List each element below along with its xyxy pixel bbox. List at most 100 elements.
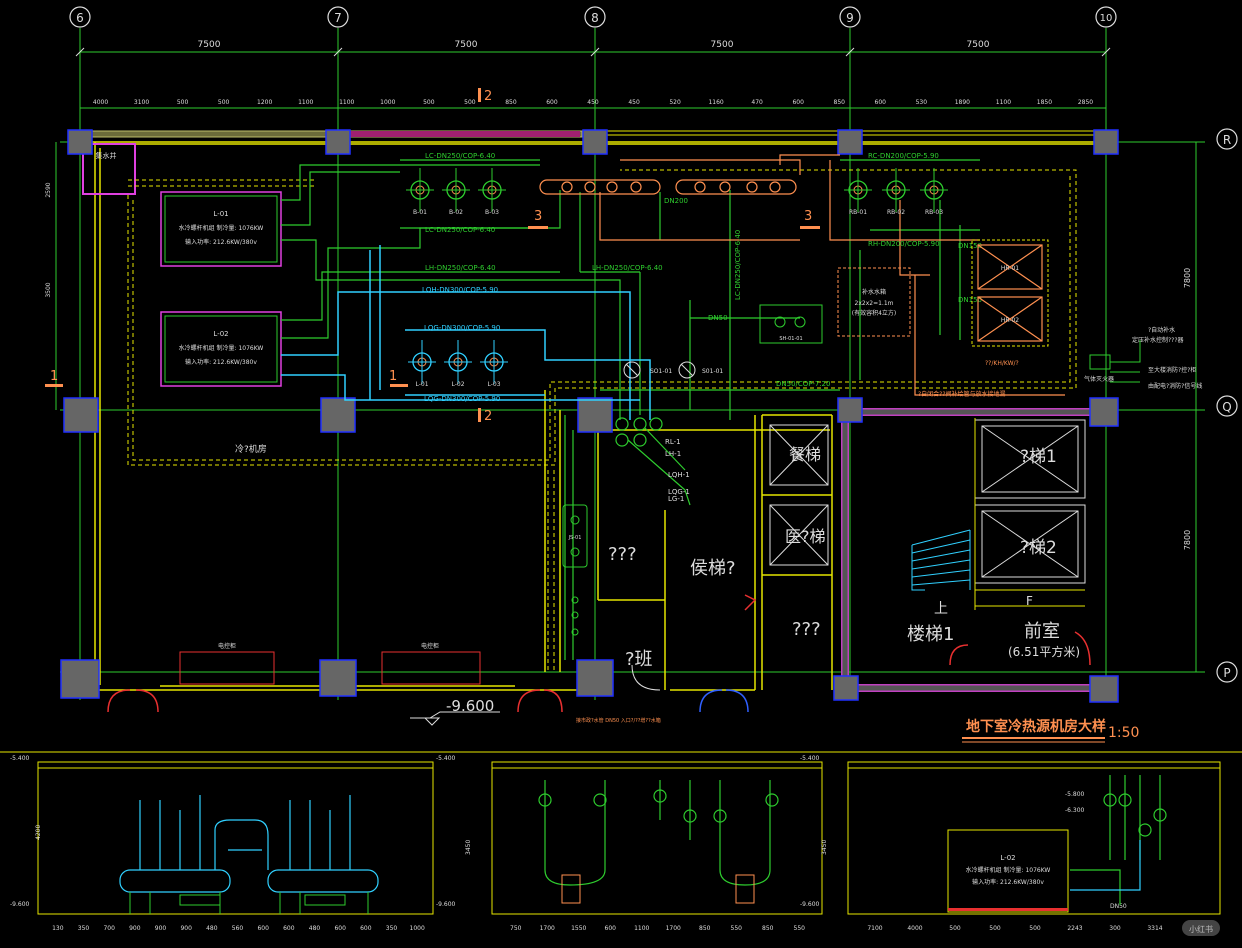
room-chiller: 冷?机房	[235, 443, 267, 455]
section-dim-label: 900	[180, 925, 192, 932]
heat-exchangers	[977, 244, 1043, 342]
sub-dim-label: 450	[587, 99, 599, 106]
level-mark	[410, 711, 500, 719]
sub-dim-label: 1200	[257, 99, 272, 106]
section-dim-label: 850	[699, 925, 711, 932]
section-mark-1a: 1	[50, 369, 58, 384]
vestibule-mark: F	[1026, 594, 1033, 608]
sec2-height: 3450	[465, 840, 472, 855]
sump-label: 集水井	[96, 151, 117, 160]
label-rh: RH-DN200/COP-5.90	[868, 240, 940, 248]
tank-line1: 补水水箱	[862, 288, 886, 296]
elevators	[769, 419, 1086, 584]
sec3-top-level: -5.400	[800, 755, 820, 762]
dim-right-1: 7800	[1183, 268, 1192, 288]
axis-label-10: 10	[1100, 13, 1113, 24]
sub-dim-label: 530	[916, 99, 928, 106]
riser-lh1: LH-1	[665, 450, 681, 458]
so1-label: SO1-01	[650, 368, 672, 375]
sub-dim-label: 4000	[93, 99, 108, 106]
sec3-height: 3450	[821, 840, 828, 855]
sec3-level-mid-1: -5.800	[1065, 791, 1085, 798]
stair-up: 上	[934, 601, 948, 617]
pump: B-01	[406, 168, 434, 216]
vestibule-area: (6.51平方米)	[1008, 644, 1080, 659]
sec3-chiller-line1: 水冷螺杆机组 制冷量: 1076KW	[966, 866, 1051, 874]
note-right-2: 定压补水控制???器	[1132, 336, 1184, 344]
section-dim-label: 750	[510, 925, 522, 932]
label-lqg-2: LQG-DN300/COP-5.90	[424, 395, 500, 403]
vestibule: 前室	[1024, 621, 1060, 642]
pump: RB-03	[920, 168, 948, 216]
section-dim-label: 7100	[867, 925, 882, 932]
supply-train	[562, 504, 588, 636]
pump-label: B-02	[449, 209, 463, 216]
pump-label: RB-01	[849, 209, 867, 216]
elevator-medical: 医?梯	[785, 527, 826, 546]
label-lqh: LQH-DN300/COP-5.90	[422, 286, 498, 294]
pump: RB-01	[844, 168, 872, 216]
section-mark-3a: 3	[534, 209, 542, 224]
section-dim-label: 600	[360, 925, 372, 932]
pump-label: L-01	[415, 381, 428, 388]
sec3-chiller-line2: 输入功率: 212.6KW/380v	[972, 878, 1044, 886]
chiller-l02-line2: 输入功率: 212.6KW/380v	[185, 358, 257, 366]
sub-dim-label: 450	[628, 99, 640, 106]
section-dim-label: 4000	[907, 925, 922, 932]
note-right-4: 由配电?消防?信号线	[1148, 382, 1202, 390]
sec1-height: 4200	[35, 825, 42, 840]
label-lh-1: LH-DN250/COP-6.40	[425, 264, 496, 272]
section-dim-label: 850	[762, 925, 774, 932]
softener	[759, 304, 823, 344]
label-lc-mid: LC-DN250/COP-6.40	[425, 226, 495, 234]
section-dim-label: 350	[386, 925, 398, 932]
dim-top-2: 7500	[455, 40, 478, 50]
section-dim-label: 600	[283, 925, 295, 932]
right-dimensions	[1160, 141, 1205, 672]
label-dn150a: DN150	[958, 242, 982, 250]
note-right-3: 至大楼消防?控?柜	[1148, 366, 1196, 374]
core-walls-inner	[842, 409, 1100, 691]
section-1-pipes-green	[129, 892, 369, 914]
pump-label: L-02	[451, 381, 464, 388]
section-dim-label: 500	[949, 925, 961, 932]
riser-lqg1: LQG-1	[668, 488, 690, 496]
elevator-frame	[974, 418, 1085, 610]
sub-dim-label: 3100	[134, 99, 149, 106]
note-tank: ?自闭合??阀补给管与放水接地漏	[918, 390, 1006, 398]
section-3-pipes	[1070, 775, 1167, 905]
sub-dim-label: 600	[875, 99, 887, 106]
sub-dim-label: 500	[423, 99, 435, 106]
section-dim-label: 300	[1109, 925, 1121, 932]
gas-label: 气体灭火器	[1084, 375, 1114, 383]
section-dim-label: 600	[334, 925, 346, 932]
axis-bubbles	[69, 6, 1238, 683]
pump: L-02	[444, 340, 472, 388]
sub-dim-label: 2850	[1078, 99, 1093, 106]
section-dim-label: 600	[257, 925, 269, 932]
stair	[911, 529, 971, 591]
label-dn50v: DN50	[708, 314, 728, 322]
sub-dim-label: 1100	[298, 99, 313, 106]
tank-line3: (有效容积4立方)	[852, 309, 897, 317]
sub-dim-label: 1160	[708, 99, 723, 106]
label-lqg-1: LQG-DN300/COP-5.90	[424, 324, 500, 332]
title-scale: 1:50	[1108, 725, 1139, 741]
section-dim-label: 3314	[1147, 925, 1162, 932]
pipes-cyan	[281, 245, 651, 420]
dim-left-1: 2590	[45, 182, 52, 197]
risers	[615, 417, 691, 506]
label-lc-vert: LC-DN250/COP-6.40	[734, 230, 742, 300]
section-dim-label: 700	[103, 925, 115, 932]
section-dim-label: 900	[155, 925, 167, 932]
chiller-l02: L-02 水冷螺杆机组 制冷量: 1076KW 输入功率: 212.6KW/38…	[160, 311, 282, 387]
sec3-dn: DN50	[1110, 903, 1127, 910]
sub-dim-label: 600	[546, 99, 558, 106]
js01-label: JS-01	[568, 535, 582, 541]
chiller-l01-line1: 水冷螺杆机组 制冷量: 1076KW	[179, 224, 264, 232]
dim-left-2: 3500	[45, 282, 52, 297]
pipes-orange	[599, 154, 1065, 396]
